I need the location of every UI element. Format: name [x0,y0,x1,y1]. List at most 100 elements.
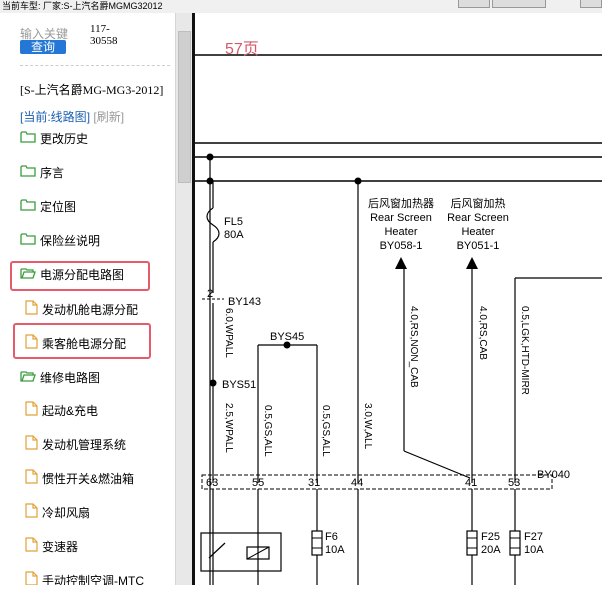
tree-item-label: 起动&充电 [42,403,99,418]
tree-item[interactable]: 手动控制空调-MTC [25,569,144,585]
tree-item[interactable]: 起动&充电 [25,399,98,421]
search-button[interactable]: 查询 [20,40,66,54]
pin-53: 53 [508,477,520,489]
folder-open-icon [20,369,36,385]
heater1-cn: 后风窗加热器 [368,196,434,210]
fuse-f6-rating: 10A [325,544,345,556]
tree-item-label: 乘客舱电源分配 [42,336,127,351]
current-label: [当前: [20,110,51,124]
search-input[interactable]: 输入关键 [20,27,69,41]
model-name: [S-上汽名爵MG-MG3-2012] [20,83,164,97]
tree-item[interactable]: 更改历史 [20,127,88,149]
heater2-cn: 后风窗加热 [451,196,506,210]
current-value[interactable]: 线路图 [50,110,87,124]
fuse-fl5-name: FL5 [224,216,243,228]
connector-bys51: BYS51 [222,379,256,391]
refresh-link[interactable]: [刷新] [93,110,125,124]
document-icon [25,571,38,585]
document-icon [25,537,38,555]
highlight-box [10,261,150,291]
wire-label-7: 4.0,RS,CAB [477,306,488,360]
document-icon [25,503,38,521]
folder-icon [20,164,36,180]
heater2-code: BY051-1 [457,240,500,252]
folder-icon [20,130,36,146]
scrollbar-thumb[interactable] [178,31,191,183]
tree-item-label: 手动控制空调-MTC [42,573,144,586]
tree-item[interactable]: 维修电路图 [20,366,100,388]
tree-item-label: 维修电路图 [40,370,101,385]
folder-icon [20,232,36,248]
tree-item[interactable]: 发动机管理系统 [25,433,126,455]
heater2-en1: Rear Screen [447,212,509,224]
sidebar: 输入关键 查询 117-30558 [S-上汽名爵MG-MG3-2012] [当… [0,13,175,585]
pin-2: 2 [207,288,213,300]
tree-item-label: 发动机舱电源分配 [42,302,139,317]
tree-item-label: 保险丝说明 [40,233,101,248]
divider [20,65,170,66]
document-icon [25,435,38,453]
fuse-fl5-rating: 80A [224,229,244,241]
junction-dot [209,379,217,387]
junction-dot [206,153,214,161]
folder-icon [20,198,36,214]
fuse-f25-rating: 20A [481,544,501,556]
toolbar-button[interactable] [492,0,546,8]
junction-dot [354,177,362,185]
tree-item[interactable]: 冷却风扇 [25,501,90,523]
current-model-text: 当前车型: 厂家:S-上汽名爵MGMG32012 [2,1,163,11]
document-icon [25,334,38,352]
wire-label-4: 0.5,GS,ALL [320,405,331,457]
sidebar-scrollbar[interactable] [175,13,192,585]
pin-31: 31 [308,477,320,489]
tree-item[interactable]: 电源分配电路图 [20,263,124,285]
document-icon [25,469,38,487]
junction-dot [206,177,214,185]
pin-41: 41 [465,477,477,489]
wire-label-1: 6.0,WPALL [223,308,234,358]
tree-item-label: 冷却风扇 [42,505,91,520]
fuse-f6-name: F6 [325,531,338,543]
document-code: 117-30558 [90,23,118,47]
pin-63: 63 [206,477,218,489]
tree-item-label: 定位图 [40,199,77,214]
folder-open-icon [20,266,36,282]
wire-label-5: 3.0,W,ALL [362,403,373,450]
current-end: ] [86,110,91,124]
tree-item[interactable]: 变速器 [25,535,78,557]
tree-item[interactable]: 乘客舱电源分配 [25,332,126,354]
tree-item-label: 变速器 [42,539,79,554]
heater1-en1: Rear Screen [370,212,432,224]
tree-item[interactable]: 保险丝说明 [20,229,100,251]
fuse-f27-rating: 10A [524,544,544,556]
wiring-diagram: 57页 FL5 80A 2 BY143 BYS51 6.0,WPALL 2.5,… [192,13,602,585]
heater1-code: BY058-1 [380,240,423,252]
tree-item[interactable]: 定位图 [20,195,76,217]
current-location: [当前:线路图] [刷新] [20,108,124,125]
fuse-f25-name: F25 [481,531,500,543]
document-icon [25,401,38,419]
connector-bys45: BYS45 [270,331,304,343]
document-icon [25,300,38,318]
toolbar-button[interactable] [580,0,602,8]
heater2-en2: Heater [461,226,494,238]
fuse-f27-name: F27 [524,531,543,543]
wire-label-6: 4.0,RS,NON_CAB [408,306,419,388]
tree-item[interactable]: 发动机舱电源分配 [25,298,138,320]
junction-dot [283,341,291,349]
circuit-svg: FL5 80A 2 BY143 BYS51 6.0,WPALL 2.5,WPAL… [195,54,602,585]
connector-by040: BY040 [537,469,570,481]
pin-55: 55 [252,477,264,489]
toolbar-button[interactable] [458,0,490,8]
title-bar: 当前车型: 厂家:S-上汽名爵MGMG32012 [0,0,602,13]
tree-item-label: 更改历史 [40,131,89,146]
tree-item[interactable]: 序言 [20,161,64,183]
wire-label-2: 2.5,WPALL [223,403,234,453]
tree-item-label: 惯性开关&燃油箱 [42,471,135,486]
connector-by143: BY143 [228,296,261,308]
tree-item-label: 电源分配电路图 [40,267,125,282]
tree-item[interactable]: 惯性开关&燃油箱 [25,467,134,489]
page-number: 57页 [225,41,259,58]
heater1-en2: Heater [384,226,417,238]
wire-label-8: 0.5,LGK,HTD-MIRR [519,306,530,395]
